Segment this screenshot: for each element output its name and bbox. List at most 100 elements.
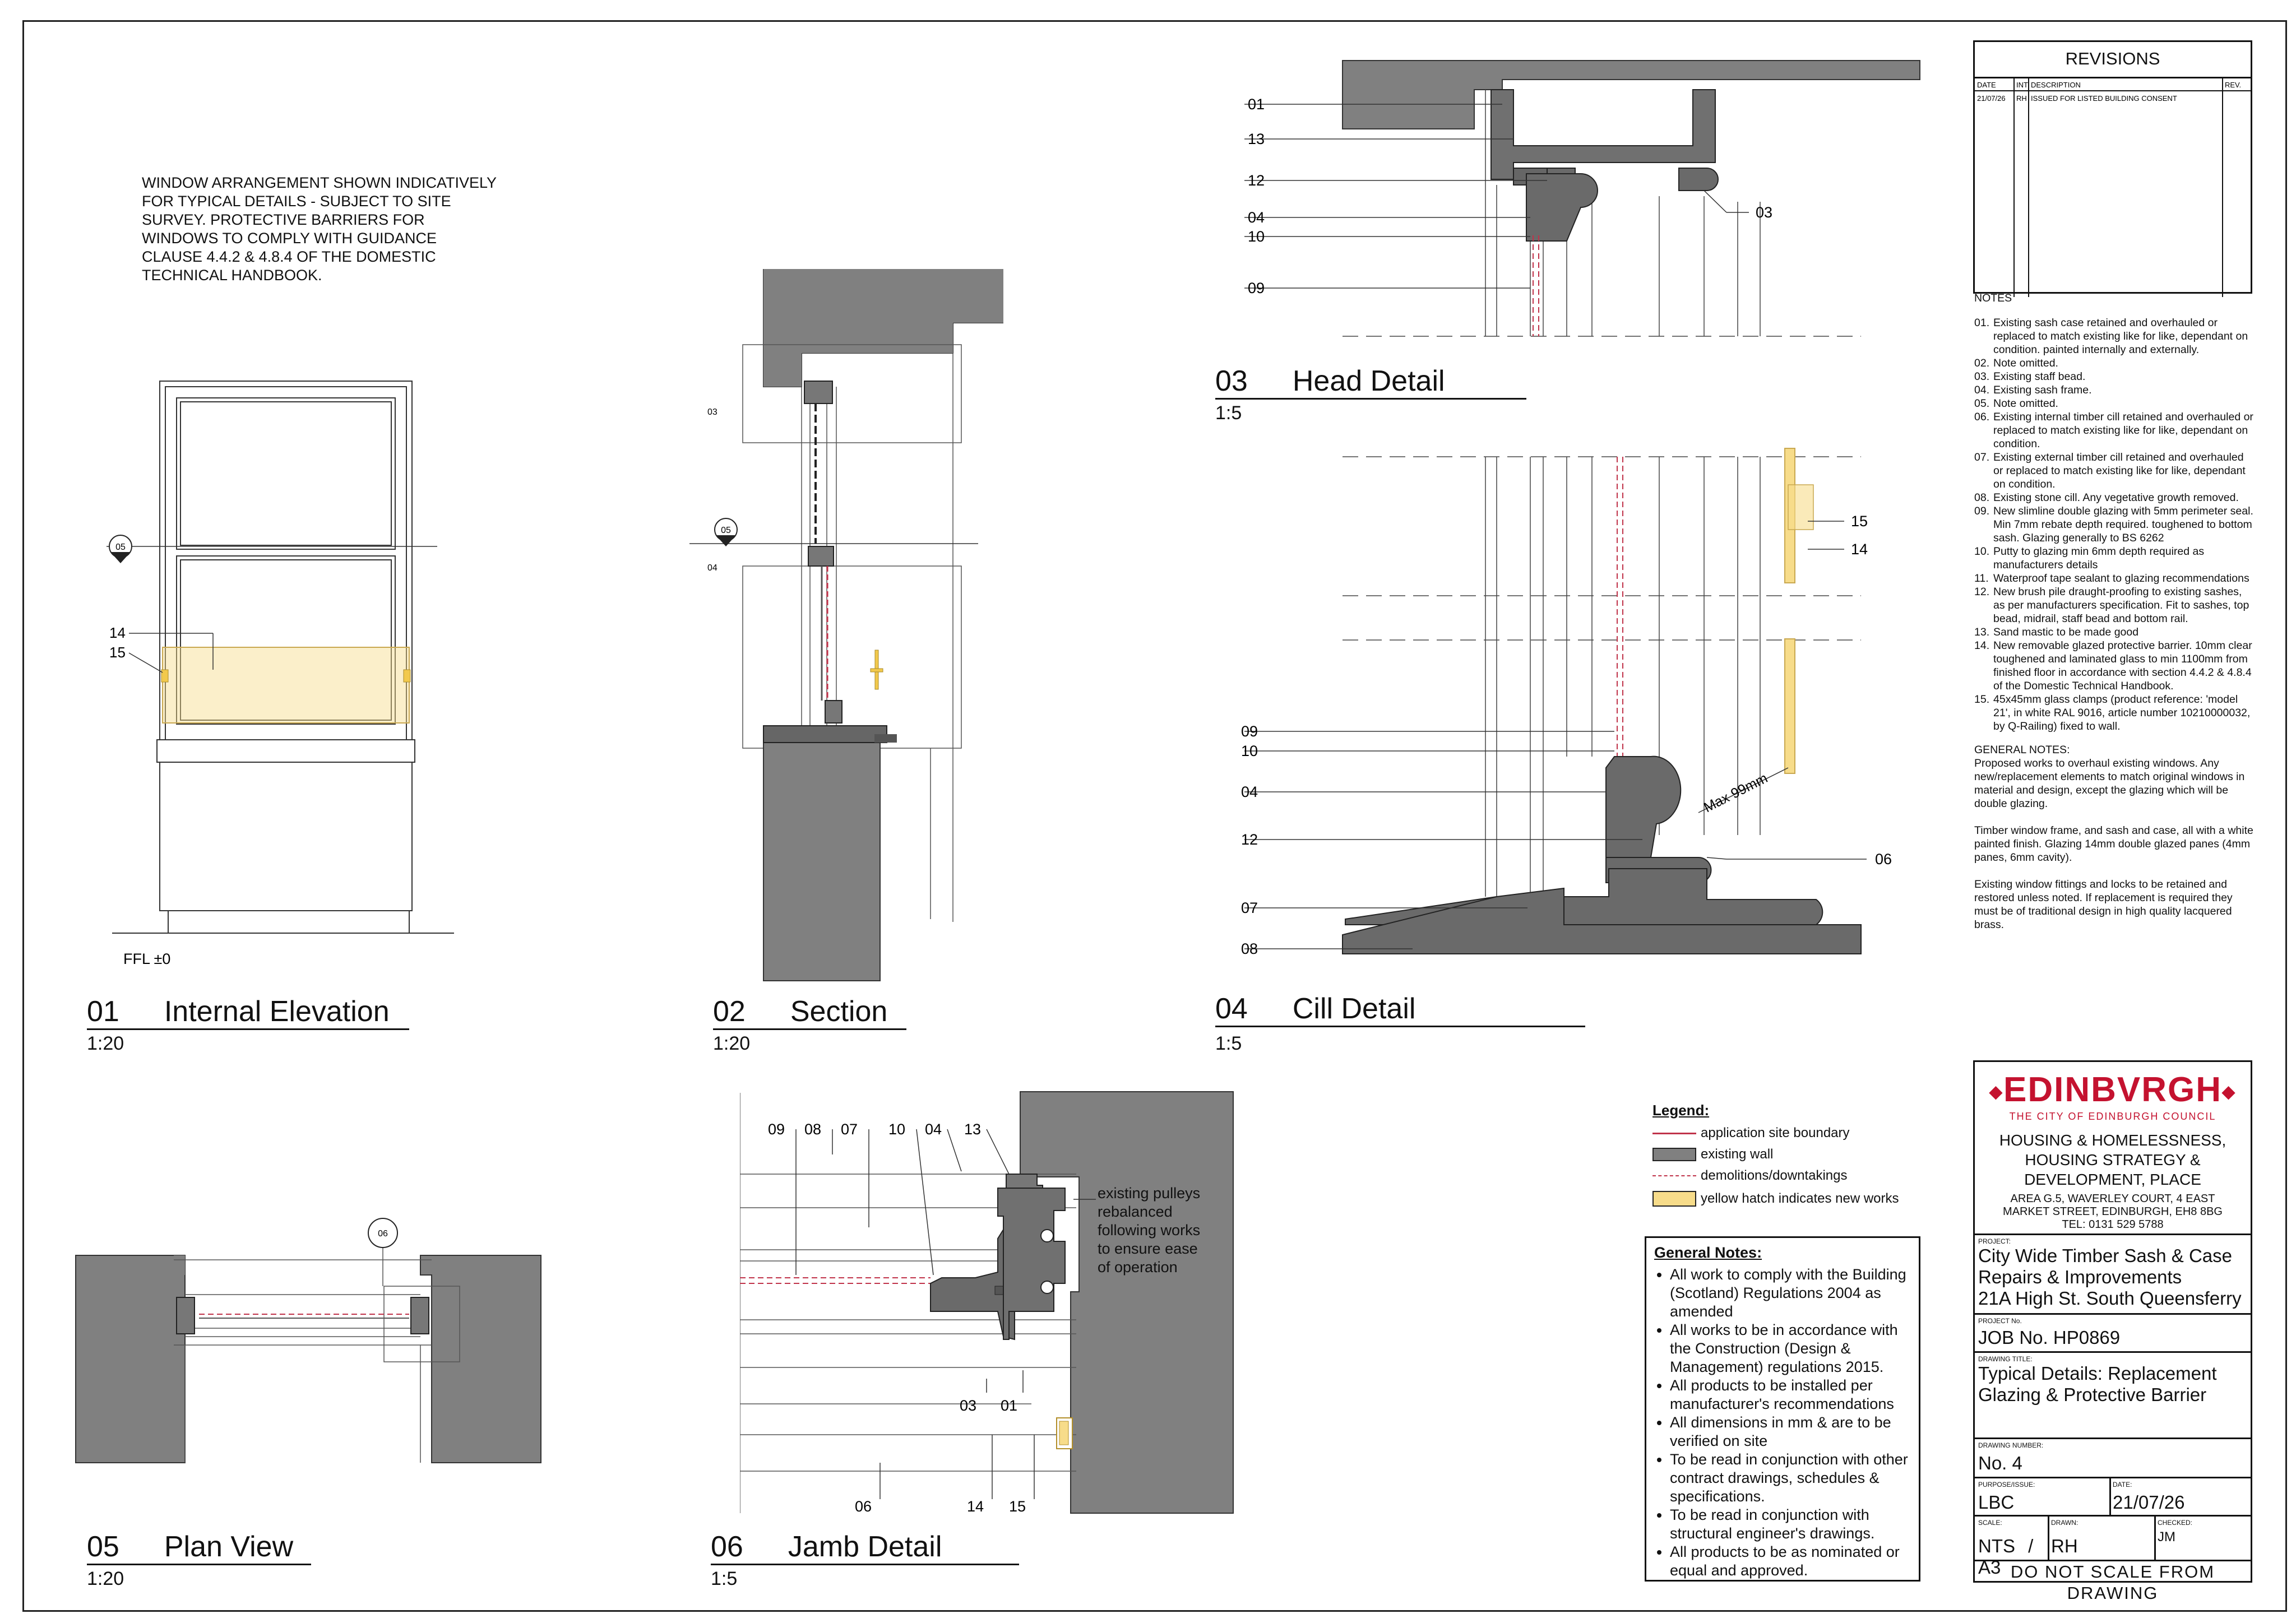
svg-text:15: 15 — [1009, 1498, 1026, 1515]
svg-text:07: 07 — [841, 1121, 858, 1138]
general-note-paragraph: Timber window frame, and sash and case, … — [1974, 824, 2253, 864]
view-03-scale: 1:5 — [1215, 402, 1242, 424]
svg-text:13: 13 — [1248, 131, 1265, 147]
title-block: ◆EDINBVRGH◆ THE CITY OF EDINBURGH COUNCI… — [1973, 1060, 2252, 1603]
note-item: 13.Sand mastic to be made good — [1974, 626, 2139, 638]
drawing-title-field: DRAWING TITLE: Typical Details: Replacem… — [1975, 1351, 2251, 1437]
svg-text:12: 12 — [1241, 831, 1258, 848]
note-item: 03.Existing staff bead. — [1974, 370, 2086, 383]
svg-text:15: 15 — [1851, 513, 1868, 530]
project-number-field: PROJECT No. JOB No. HP0869 — [1975, 1313, 2251, 1351]
wall-swatch — [1652, 1148, 1696, 1161]
legend-item: existing wall — [1652, 1144, 1933, 1165]
svg-text:21/07/26: 21/07/26 — [1977, 94, 2006, 103]
svg-text:10: 10 — [1248, 228, 1265, 245]
svg-text:REV.: REV. — [2225, 81, 2241, 89]
svg-text:14: 14 — [1851, 541, 1868, 558]
note-item: 09.New slimline double glazing with 5mm … — [1974, 505, 2253, 544]
svg-text:10: 10 — [1241, 743, 1258, 759]
new-works-swatch — [1652, 1191, 1696, 1207]
svg-text:DATE: DATE — [1977, 81, 1996, 89]
view-04-scale: 1:5 — [1215, 1033, 1242, 1054]
general-note-item: All products to be installed per manufac… — [1670, 1376, 1911, 1413]
svg-text:06: 06 — [855, 1498, 872, 1515]
notes-title: NOTES — [1974, 292, 2012, 304]
svg-text:03: 03 — [1756, 204, 1772, 221]
svg-text:07: 07 — [1241, 899, 1258, 916]
general-note-paragraph: Existing window fittings and locks to be… — [1974, 878, 2233, 931]
general-note-paragraph: Proposed works to overhaul existing wind… — [1974, 757, 2245, 810]
svg-text:14: 14 — [967, 1498, 984, 1515]
legend-item: demolitions/downtakings — [1652, 1165, 1933, 1186]
general-note-item: All works to be in accordance with the C… — [1670, 1321, 1911, 1376]
legend-item: application site boundary — [1652, 1123, 1933, 1144]
revisions-title: REVISIONS — [1975, 42, 2251, 78]
legend: Legend: application site boundary existi… — [1652, 1102, 1933, 1211]
svg-text:DESCRIPTION: DESCRIPTION — [2031, 81, 2081, 89]
note-item: 14.New removable glazed protective barri… — [1974, 639, 2252, 692]
general-note-item: To be read in conjunction with other con… — [1670, 1450, 1911, 1506]
general-note-item: To be read in conjunction with structura… — [1670, 1506, 1911, 1543]
do-not-scale-footer: DO NOT SCALE FROM DRAWING — [1975, 1560, 2251, 1603]
general-notes-box: General Notes: All work to comply with t… — [1645, 1236, 1920, 1582]
svg-text:RH: RH — [2016, 94, 2027, 103]
detail-marker-06: 06 — [368, 1218, 398, 1248]
scale-drawn-row: SCALE: NTS / A3 DRAWN: RH CHECKED: JM — [1975, 1515, 2251, 1578]
boundary-swatch — [1652, 1132, 1696, 1134]
svg-text:06: 06 — [378, 1229, 388, 1239]
plan-view-drawing: 06 — [75, 1218, 541, 1463]
svg-text:04: 04 — [1241, 783, 1258, 800]
section-marker-05: 05 — [109, 535, 132, 563]
general-notes-title: General Notes: — [1654, 1244, 1762, 1261]
svg-text:04: 04 — [1248, 209, 1265, 226]
section-marker-05-b: 05 — [714, 518, 738, 546]
svg-text:INT: INT — [2016, 81, 2028, 89]
cill-detail-drawing: Max 99mm 09 10 04 12 07 08 15 14 06 — [1241, 448, 1892, 957]
note-item: 15.45x45mm glass clamps (product referen… — [1974, 693, 2251, 732]
svg-text:08: 08 — [804, 1121, 821, 1138]
general-notes-heading: GENERAL NOTES: — [1974, 744, 2070, 756]
general-note-item: All dimensions in mm & are to be verifie… — [1670, 1413, 1911, 1450]
council-header: ◆EDINBVRGH◆ THE CITY OF EDINBURGH COUNCI… — [1975, 1062, 2251, 1234]
head-detail-drawing: 01 13 12 04 10 09 03 — [1244, 60, 1920, 337]
tag-15: 15 — [109, 644, 126, 661]
svg-text:06: 06 — [1875, 851, 1892, 868]
svg-text:01: 01 — [1001, 1397, 1017, 1414]
sheet-border — [22, 20, 2287, 1612]
legend-item: yellow hatch indicates new works — [1652, 1186, 1933, 1211]
svg-text:03: 03 — [707, 407, 718, 417]
svg-text:12: 12 — [1248, 172, 1265, 189]
note-item: 05.Note omitted. — [1974, 397, 2058, 410]
internal-elevation-drawing: 05 14 15 FFL ±0 — [107, 381, 454, 967]
note-item: 01.Existing sash case retained and overh… — [1974, 317, 2248, 356]
demolition-swatch — [1652, 1175, 1696, 1176]
ffl-label: FFL ±0 — [123, 950, 170, 967]
tag-14: 14 — [109, 624, 126, 641]
view-01-scale: 1:20 — [87, 1033, 124, 1054]
note-item: 08.Existing stone cill. Any vegetative g… — [1974, 491, 2239, 504]
jamb-detail-drawing: 09 08 07 10 04 13 03 01 06 14 15 — [740, 1091, 1234, 1515]
note-item: 11.Waterproof tape sealant to glazing re… — [1974, 572, 2249, 585]
notes-panel: NOTES 01.Existing sash case retained and… — [1974, 291, 2255, 931]
section-drawing: 05 03 04 — [689, 269, 1003, 981]
note-item: 07.Existing external timber cill retaine… — [1974, 451, 2246, 490]
note-item: 10.Putty to glazing min 6mm depth requir… — [1974, 545, 2205, 571]
revisions-table: REVISIONS DATE INT DESCRIPTION REV. 21/0… — [1973, 40, 2252, 297]
svg-text:13: 13 — [964, 1121, 981, 1138]
view-02-scale: 1:20 — [713, 1033, 751, 1054]
svg-text:04: 04 — [707, 563, 718, 573]
svg-text:09: 09 — [1241, 723, 1258, 740]
svg-text:08: 08 — [1241, 940, 1258, 957]
note-item: 02.Note omitted. — [1974, 357, 2058, 369]
edinburgh-logo: ◆EDINBVRGH◆ — [1989, 1070, 2237, 1109]
svg-text:10: 10 — [888, 1121, 905, 1138]
